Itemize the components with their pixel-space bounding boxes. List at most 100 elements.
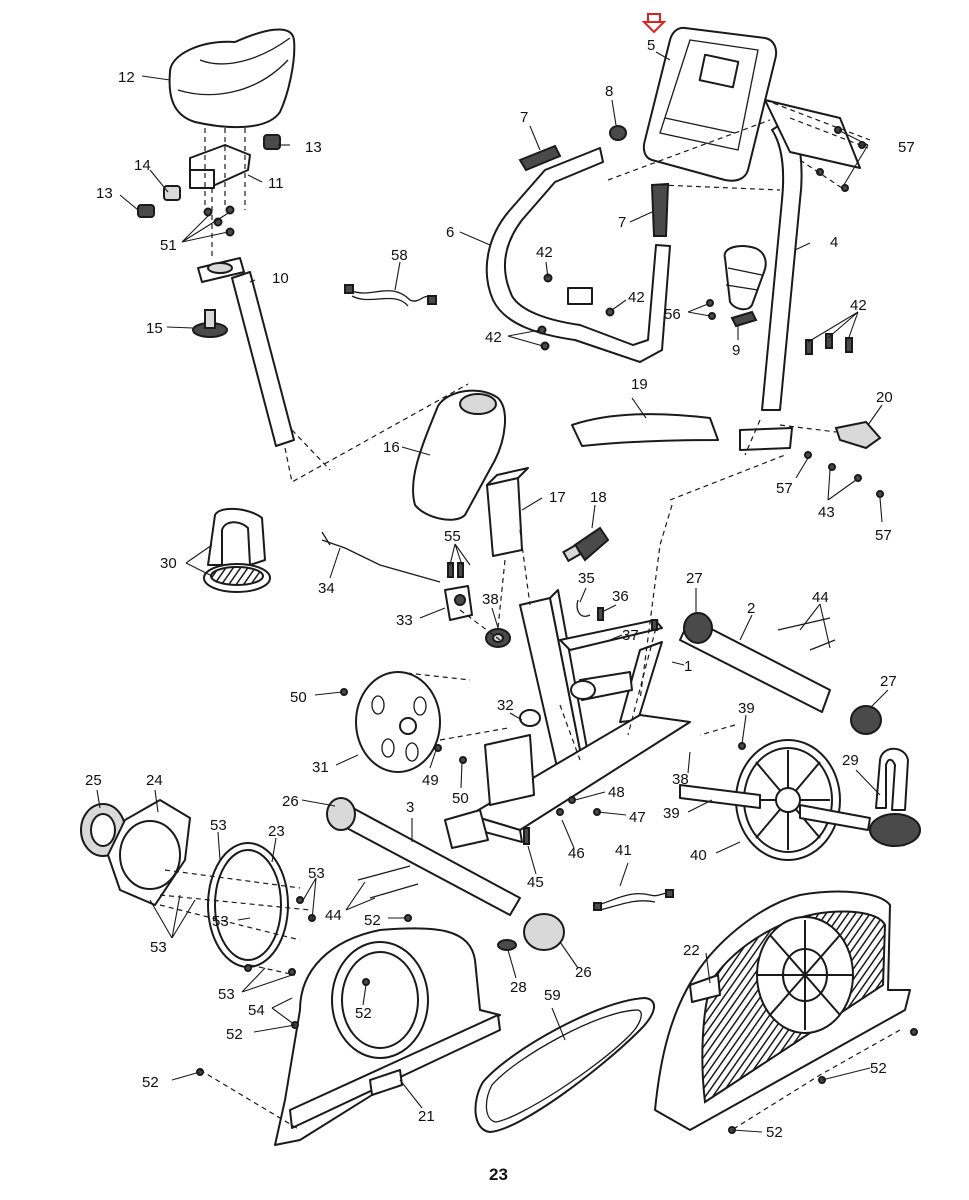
console: [642, 26, 778, 182]
frame-bolts: [576, 599, 658, 631]
pulley: [355, 671, 441, 773]
pedal-left: [203, 507, 271, 593]
callout-19: 19: [631, 376, 648, 393]
stabilizer-bolts-rear: [357, 865, 419, 899]
disc-cover: [107, 799, 191, 906]
callout-9: 9: [732, 342, 740, 359]
bracket-bolts: [804, 451, 884, 498]
front-shroud: [411, 389, 506, 521]
callout-35: 35: [578, 570, 595, 587]
bottle: [730, 310, 758, 328]
drive-wheel: [679, 739, 871, 861]
tension-knob: [562, 526, 610, 563]
drive-belt: [474, 997, 655, 1133]
callout-33: 33: [396, 612, 413, 629]
callout-53: 53: [210, 817, 227, 834]
callout-8: 8: [605, 83, 613, 100]
callout-27: 27: [880, 673, 897, 690]
sensor-screws: [447, 562, 464, 578]
callout-52: 52: [870, 1060, 887, 1077]
sensor-bracket: [444, 585, 473, 621]
seat-knob: [192, 309, 228, 338]
callout-7: 7: [618, 214, 626, 231]
callout-12: 12: [118, 69, 135, 86]
grip-right: [650, 182, 670, 237]
callout-4: 4: [830, 234, 838, 251]
callout-labels: 12 13 14 11 13 51 10 15 58 7 8 5 57 6 7 …: [85, 37, 915, 1141]
callout-56: 56: [664, 306, 681, 323]
callout-42: 42: [485, 329, 502, 346]
callout-52: 52: [364, 912, 381, 929]
callout-13: 13: [96, 185, 113, 202]
callout-42: 42: [850, 297, 867, 314]
callout-13: 13: [305, 139, 322, 156]
callout-52: 52: [226, 1026, 243, 1043]
callout-38: 38: [482, 591, 499, 608]
callout-53: 53: [218, 986, 235, 1003]
callout-47: 47: [629, 809, 646, 826]
callout-26: 26: [575, 964, 592, 981]
callout-44: 44: [812, 589, 829, 606]
callout-17: 17: [549, 489, 566, 506]
callout-52: 52: [766, 1124, 783, 1141]
tension-cable: [321, 531, 441, 583]
seat-bolts: [203, 205, 235, 237]
left-shield: [274, 927, 501, 1146]
wire-harness: [344, 284, 437, 307]
callout-23: 23: [268, 823, 285, 840]
seat-sleeve: [486, 467, 529, 557]
callout-25: 25: [85, 772, 102, 789]
callout-21: 21: [418, 1108, 435, 1125]
pedal-right: [869, 747, 921, 847]
callout-49: 49: [422, 772, 439, 789]
callout-50: 50: [452, 790, 469, 807]
seat-cap-left: [137, 204, 155, 218]
callout-14: 14: [134, 157, 151, 174]
callout-36: 36: [612, 588, 629, 605]
callout-42: 42: [628, 289, 645, 306]
callout-39: 39: [663, 805, 680, 822]
callout-7: 7: [520, 109, 528, 126]
callout-52: 52: [142, 1074, 159, 1091]
callout-45: 45: [527, 874, 544, 891]
callout-44: 44: [325, 907, 342, 924]
callout-20: 20: [876, 389, 893, 406]
callout-34: 34: [318, 580, 335, 597]
seat: [168, 28, 296, 129]
callout-41: 41: [615, 842, 632, 859]
callout-52: 52: [355, 1005, 372, 1022]
handlebar: [485, 147, 671, 363]
callout-27: 27: [686, 570, 703, 587]
callout-24: 24: [146, 772, 163, 789]
callout-15: 15: [146, 320, 163, 337]
callout-2: 2: [747, 600, 755, 617]
callout-58: 58: [391, 247, 408, 264]
main-frame: [444, 589, 691, 849]
upright-shroud: [571, 413, 719, 447]
highlight-arrow: [641, 13, 667, 34]
shield-bracket: [689, 974, 721, 1003]
callout-59: 59: [544, 987, 561, 1004]
callout-28: 28: [510, 979, 527, 996]
callout-1: 1: [684, 658, 692, 675]
upright-bolts-42: [805, 333, 853, 355]
callout-10: 10: [272, 270, 289, 287]
rear-stabilizer: [326, 797, 565, 951]
callout-6: 6: [446, 224, 454, 241]
seat-post: [197, 257, 295, 447]
grip-left: [518, 144, 562, 172]
seat-cap-right: [263, 134, 281, 150]
callout-26: 26: [282, 793, 299, 810]
callout-22: 22: [683, 942, 700, 959]
upright-tube: [739, 99, 861, 451]
seat-bracket: [189, 144, 251, 189]
callout-48: 48: [608, 784, 625, 801]
seat-slider-knob: [163, 185, 181, 201]
callout-31: 31: [312, 759, 329, 776]
callout-29: 29: [842, 752, 859, 769]
page-number: 23: [489, 1165, 508, 1184]
callout-54: 54: [248, 1002, 265, 1019]
callout-51: 51: [160, 237, 177, 254]
leader-lines: [96, 51, 889, 1133]
callout-18: 18: [590, 489, 607, 506]
